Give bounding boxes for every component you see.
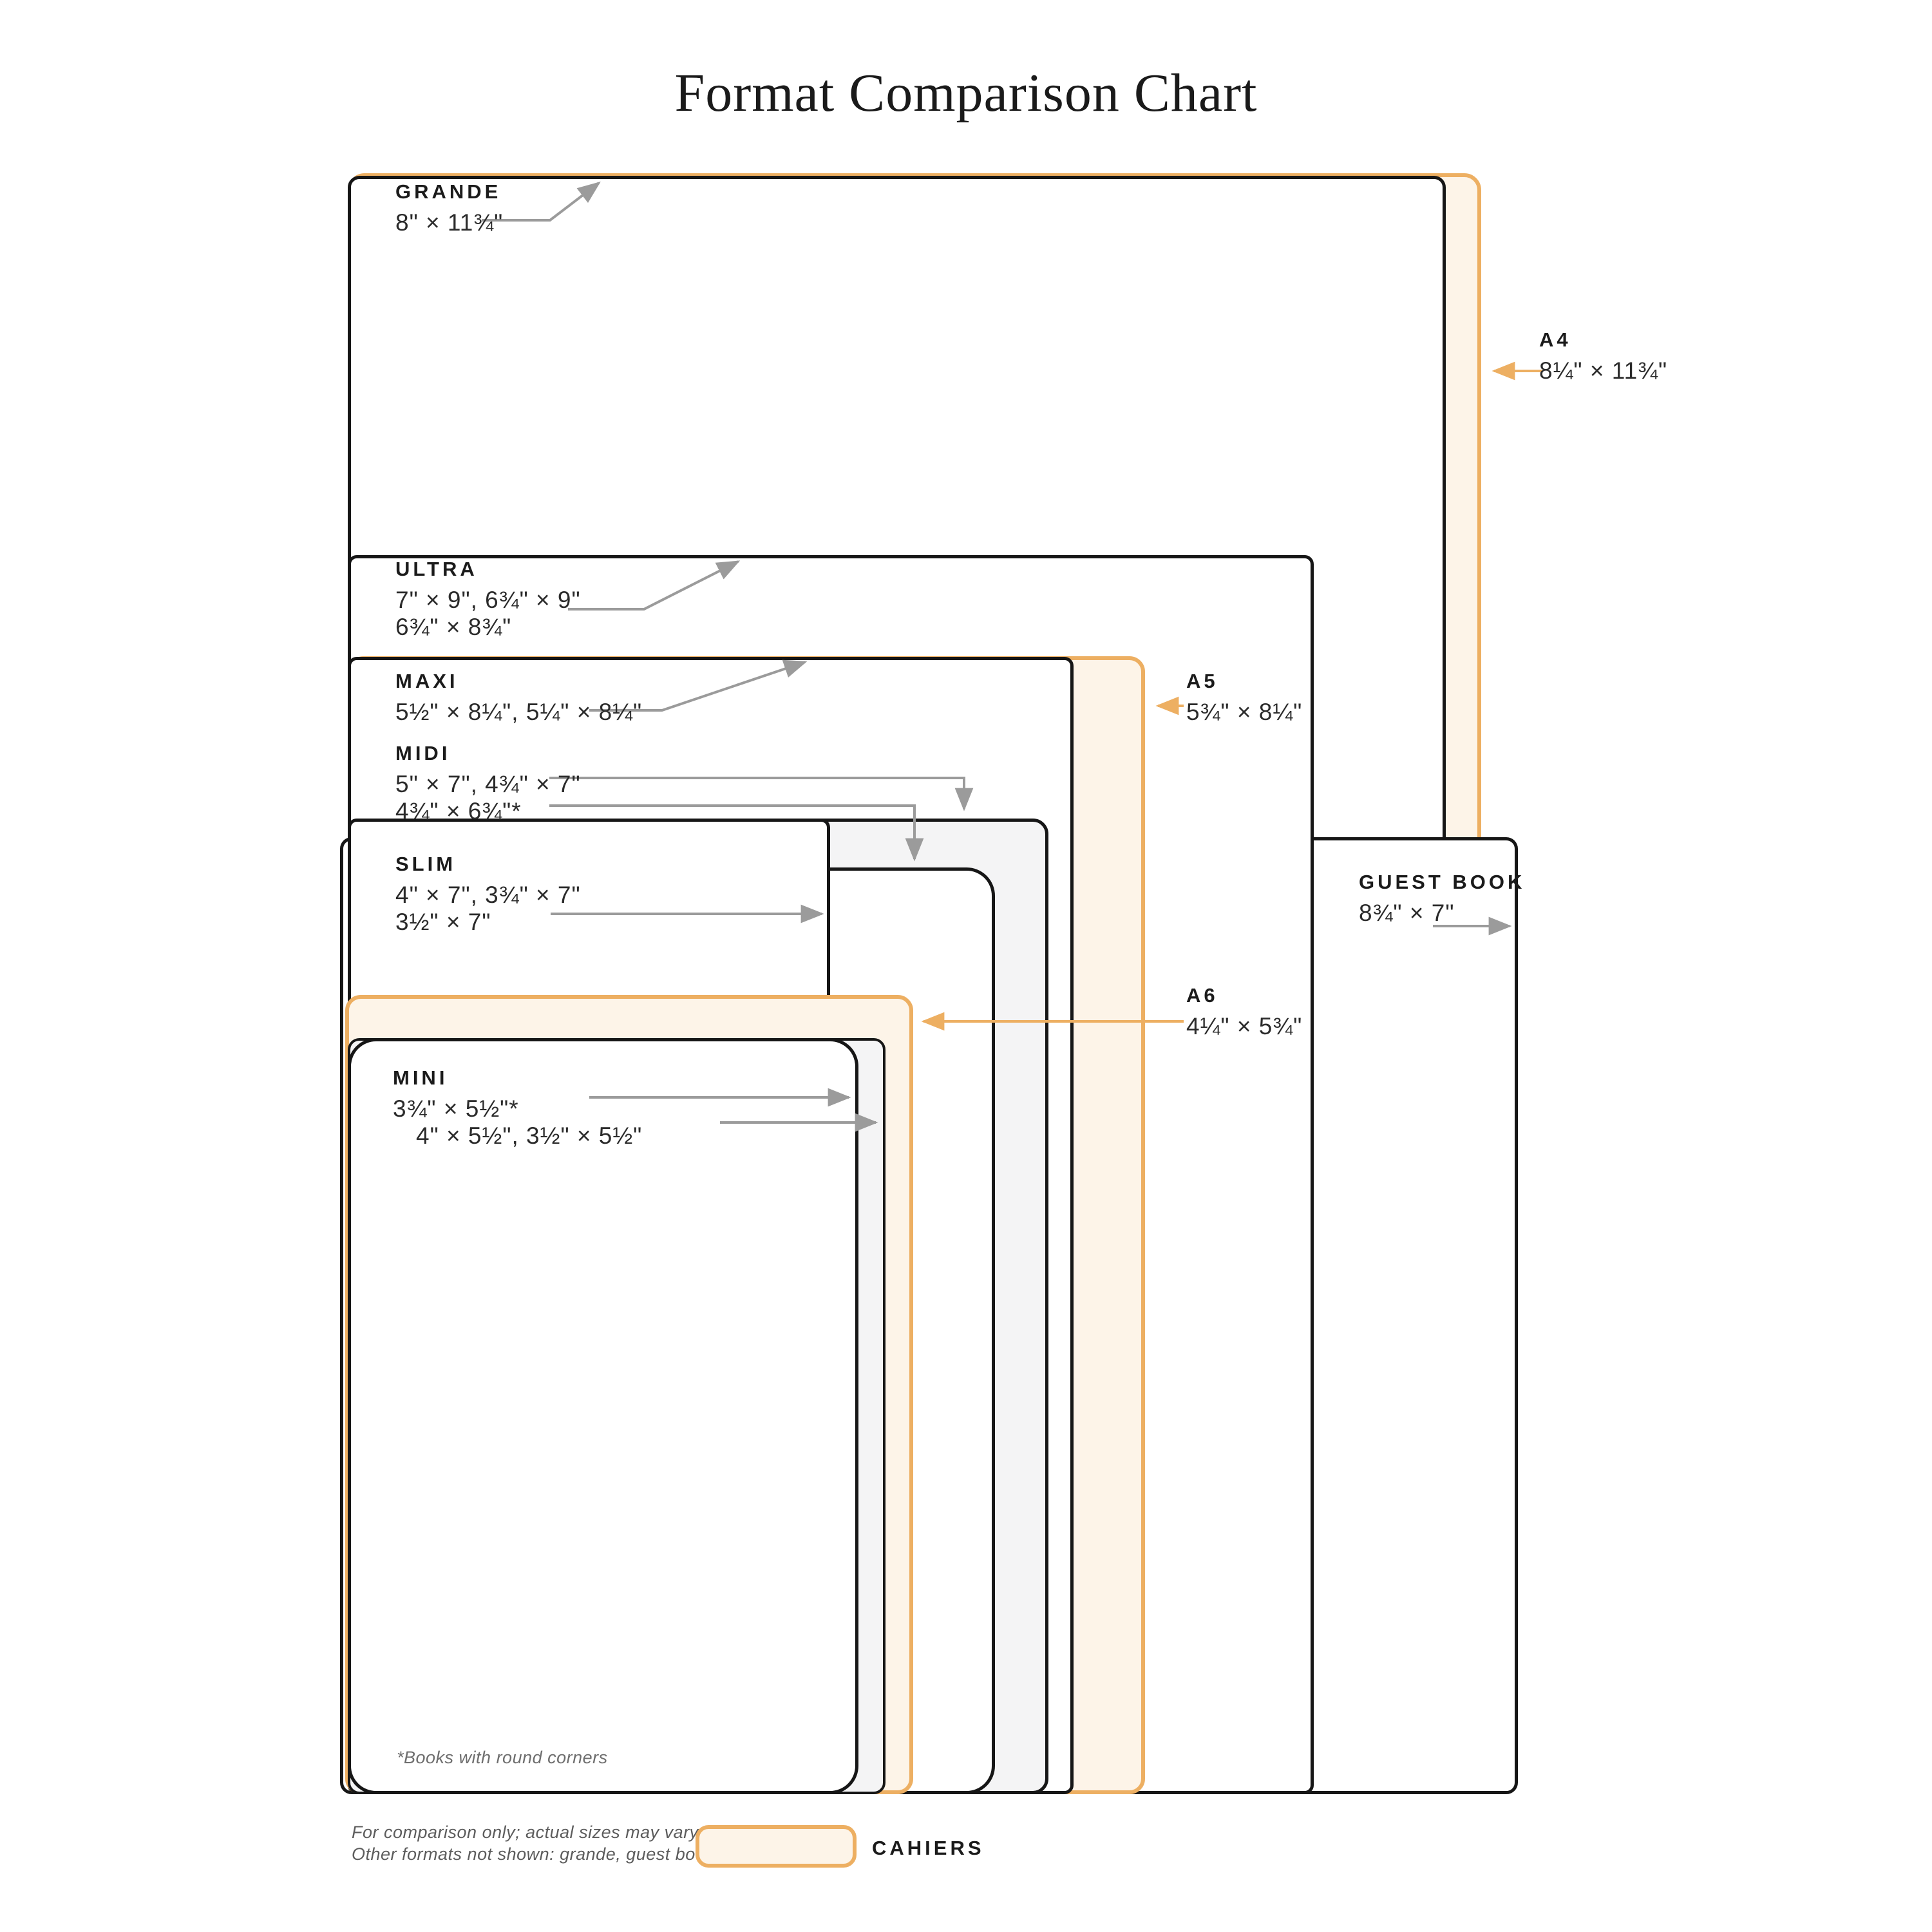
format-size: 4" × 7", 3¾" × 7": [395, 882, 581, 908]
label-ultra: ULTRA 7" × 9", 6¾" × 9" 6¾" × 8¾": [395, 558, 581, 641]
format-name: A5: [1186, 670, 1218, 692]
format-name: A6: [1186, 984, 1218, 1007]
label-grande: GRANDE 8" × 11¾": [395, 180, 503, 236]
cahiers-legend-swatch: [696, 1825, 857, 1868]
label-mini: MINI 3¾" × 5½"* 4" × 5½", 3½" × 5½": [393, 1066, 642, 1150]
format-size: 5½" × 8¼", 5¼" × 8¼": [395, 699, 643, 725]
label-slim: SLIM 4" × 7", 3¾" × 7" 3½" × 7": [395, 853, 581, 936]
rect-mini: [348, 1038, 858, 1794]
format-name: MINI: [393, 1066, 448, 1089]
format-name: GRANDE: [395, 180, 502, 203]
format-size: 3½" × 7": [395, 909, 491, 935]
arrow-midi-round: [549, 804, 924, 862]
format-size: 4" × 5½", 3½" × 5½": [416, 1122, 643, 1149]
label-a5: A5 5¾" × 8¼": [1186, 670, 1302, 726]
format-size: 4¾" × 6¾"*: [395, 798, 522, 824]
format-name: A4: [1539, 328, 1571, 351]
disclaimer-line: For comparison only; actual sizes may va…: [352, 1823, 699, 1842]
format-name: ULTRA: [395, 558, 478, 580]
format-size: 5" × 7", 4¾" × 7": [395, 771, 581, 797]
label-guest-book: GUEST BOOK 8¾" × 7": [1359, 871, 1525, 927]
format-size: 3¾" × 5½"*: [393, 1095, 519, 1122]
format-size: 5¾" × 8¼": [1186, 699, 1303, 725]
format-size: 4¼" × 5¾": [1186, 1013, 1303, 1039]
format-name: MAXI: [395, 670, 459, 692]
format-size: 8" × 11¾": [395, 209, 504, 236]
arrow-ultra: [568, 560, 741, 611]
arrow-midi-square: [549, 777, 974, 811]
format-name: MIDI: [395, 742, 451, 764]
format-size: 7" × 9", 6¾" × 9": [395, 587, 581, 613]
label-midi: MIDI 5" × 7", 4¾" × 7" 4¾" × 6¾"*: [395, 742, 581, 825]
label-a6: A6 4¼" × 5¾": [1186, 984, 1302, 1040]
arrow-maxi: [589, 659, 808, 712]
cahiers-legend-label: CAHIERS: [872, 1837, 985, 1859]
format-size: 6¾" × 8¾": [395, 614, 512, 640]
format-name: SLIM: [395, 853, 457, 875]
format-name: GUEST BOOK: [1359, 871, 1526, 893]
format-size: 8¼" × 11¾": [1539, 357, 1668, 384]
label-a4: A4 8¼" × 11¾": [1539, 328, 1667, 384]
arrow-grande: [482, 181, 601, 222]
label-maxi: MAXI 5½" × 8¼", 5¼" × 8¼": [395, 670, 642, 726]
round-corners-footnote: *Books with round corners: [397, 1748, 608, 1767]
page-title: Format Comparison Chart: [674, 63, 1258, 123]
format-size: 8¾" × 7": [1359, 900, 1455, 926]
